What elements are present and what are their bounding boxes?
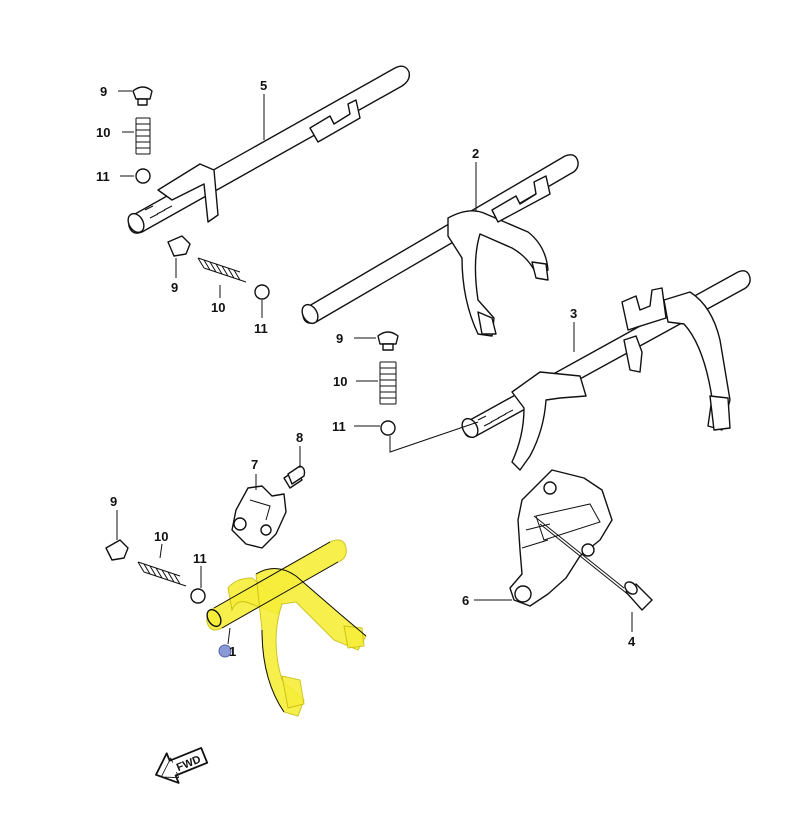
callout-7: 7 [251,457,258,472]
callout-1: 1 [229,644,236,659]
callout-3: 3 [570,306,577,321]
detent-set-a [132,86,153,184]
arrow-fwd-icon [155,747,209,784]
bolt-8[interactable] [283,465,306,489]
spring-10[interactable] [137,561,187,587]
spring-10[interactable] [379,361,397,405]
pin-4[interactable] [623,580,653,611]
callout-11b: 11 [254,321,268,336]
bracket-7[interactable] [231,485,287,549]
detent-set-d [105,539,206,604]
callout-2: 2 [472,146,479,161]
shift-shaft-1-highlighted[interactable] [204,539,367,717]
ball-11[interactable] [254,284,270,300]
callout-10d: 10 [154,529,168,544]
shift-shaft-2[interactable] [299,154,579,337]
callout-10c: 10 [333,374,347,389]
shift-shaft-5[interactable] [125,65,411,235]
callout-9b: 9 [171,280,178,295]
plug-bolt-9[interactable] [132,86,153,100]
ball-11[interactable] [135,168,151,184]
callout-4: 4 [628,634,636,649]
ball-11[interactable] [190,588,206,604]
spring-10[interactable] [197,257,247,283]
plug-bolt-9[interactable] [105,539,129,561]
callout-6: 6 [462,593,469,608]
callout-9c: 9 [336,331,343,346]
plug-bolt-9[interactable] [167,235,191,257]
callout-11c: 11 [332,419,346,434]
detent-set-b [167,235,270,300]
callout-9d: 9 [110,494,117,509]
detent-set-c [377,331,399,436]
ball-11[interactable] [380,420,396,436]
callout-11d: 11 [193,551,207,566]
spring-10[interactable] [135,117,151,155]
callout-11a: 11 [96,169,110,184]
fwd-direction-marker: FWD [155,747,209,784]
callout-5: 5 [260,78,267,93]
callout-10b: 10 [211,300,225,315]
shift-shaft-3[interactable] [459,270,751,471]
plug-bolt-9[interactable] [377,331,399,345]
callout-8: 8 [296,430,303,445]
callout-labels: 9 10 11 5 9 10 11 2 3 9 10 11 7 8 9 10 1… [96,78,636,659]
callout-9a: 9 [100,84,107,99]
callout-10a: 10 [96,125,110,140]
leader-lines [116,90,633,645]
callout-dot [218,644,232,658]
